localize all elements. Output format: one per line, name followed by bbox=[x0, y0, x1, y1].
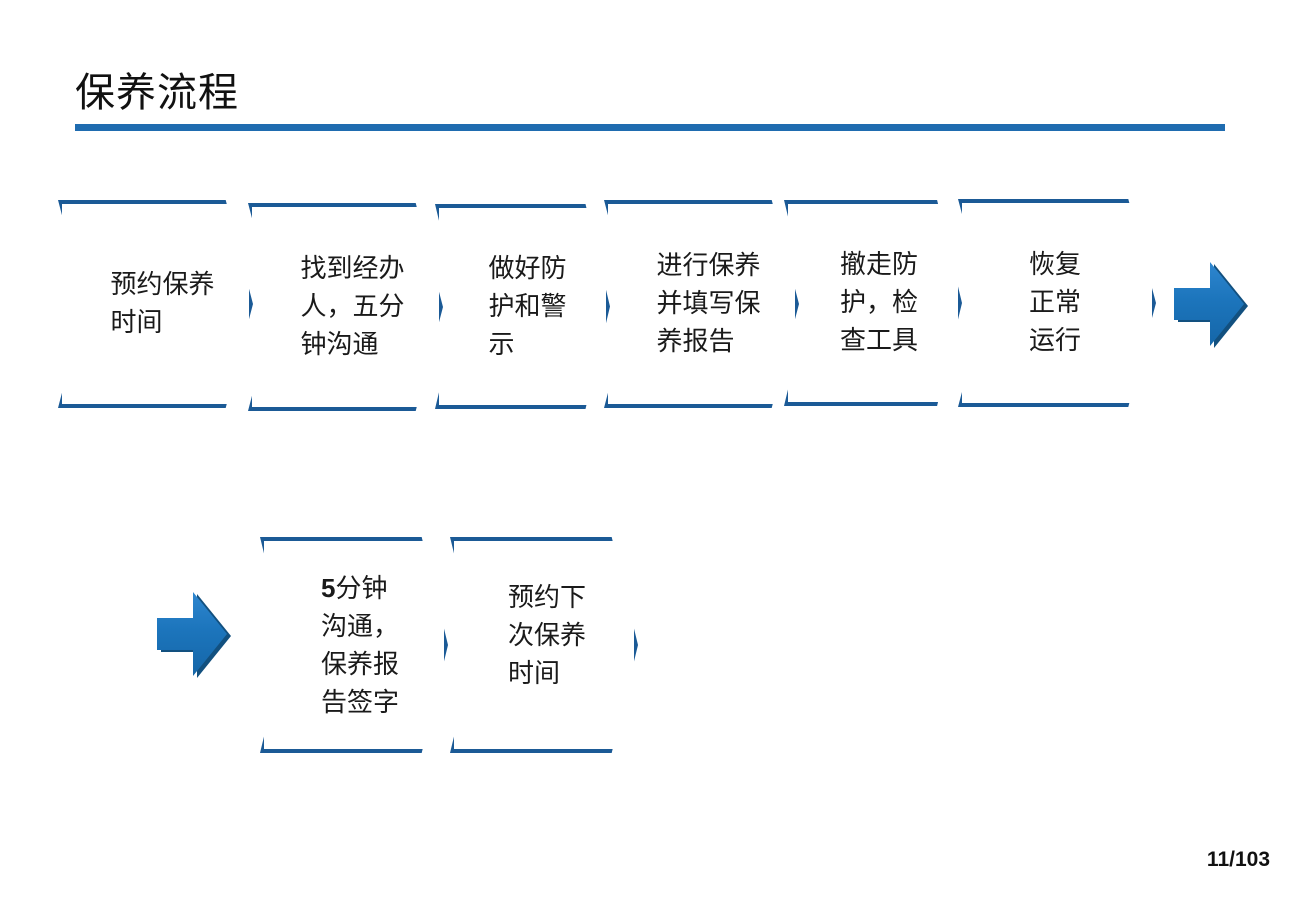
chevron-fill bbox=[66, 208, 245, 400]
page-number: 11/103 bbox=[1206, 848, 1270, 871]
arrow-right-bottom bbox=[153, 588, 235, 684]
chevron-fill bbox=[443, 212, 602, 401]
flow-step-6-label: 恢复 正常 运行 bbox=[1028, 250, 1081, 355]
flow-step-8[interactable]: 预约下 次保养 时间 bbox=[450, 537, 638, 753]
chevron-fill bbox=[458, 545, 630, 745]
chevron-fill bbox=[612, 208, 791, 400]
chevron-fill bbox=[966, 207, 1148, 399]
flow-step-2[interactable]: 找到经办 人，五分 钟沟通 bbox=[248, 203, 443, 411]
flow-step-1[interactable]: 预约保养 时间 bbox=[58, 200, 253, 408]
flow-step-5-label: 撤走防 护，检 查工具 bbox=[839, 250, 918, 355]
chevron-fill bbox=[792, 208, 954, 398]
flow-step-8-label: 预约下 次保养 时间 bbox=[507, 583, 586, 688]
flow-step-7-label: 5分钟 沟通， 保养报 告签字 bbox=[320, 572, 399, 717]
arrow-right-icon bbox=[1174, 262, 1248, 348]
title-underline-rule bbox=[75, 124, 1225, 131]
flow-step-3[interactable]: 做好防 护和警 示 bbox=[435, 204, 610, 409]
arrow-right-top bbox=[1170, 258, 1252, 354]
chevron-fill bbox=[268, 545, 440, 745]
page-title: 保养流程 bbox=[75, 70, 239, 115]
flow-step-4[interactable]: 进行保养 并填写保 养报告 bbox=[604, 200, 799, 408]
flow-step-4-label: 进行保养 并填写保 养报告 bbox=[656, 251, 761, 356]
flow-step-1-label: 预约保养 时间 bbox=[110, 270, 215, 337]
flow-step-2-label: 找到经办 人，五分 钟沟通 bbox=[300, 254, 405, 359]
flow-step-5[interactable]: 撤走防 护，检 查工具 bbox=[784, 200, 962, 406]
flow-step-6[interactable]: 恢复 正常 运行 bbox=[958, 199, 1156, 407]
flow-step-7[interactable]: 5分钟 沟通， 保养报 告签字 bbox=[260, 537, 448, 753]
chevron-fill bbox=[256, 211, 435, 403]
arrow-right-icon bbox=[157, 592, 231, 678]
flow-step-3-label: 做好防 护和警 示 bbox=[488, 253, 567, 359]
